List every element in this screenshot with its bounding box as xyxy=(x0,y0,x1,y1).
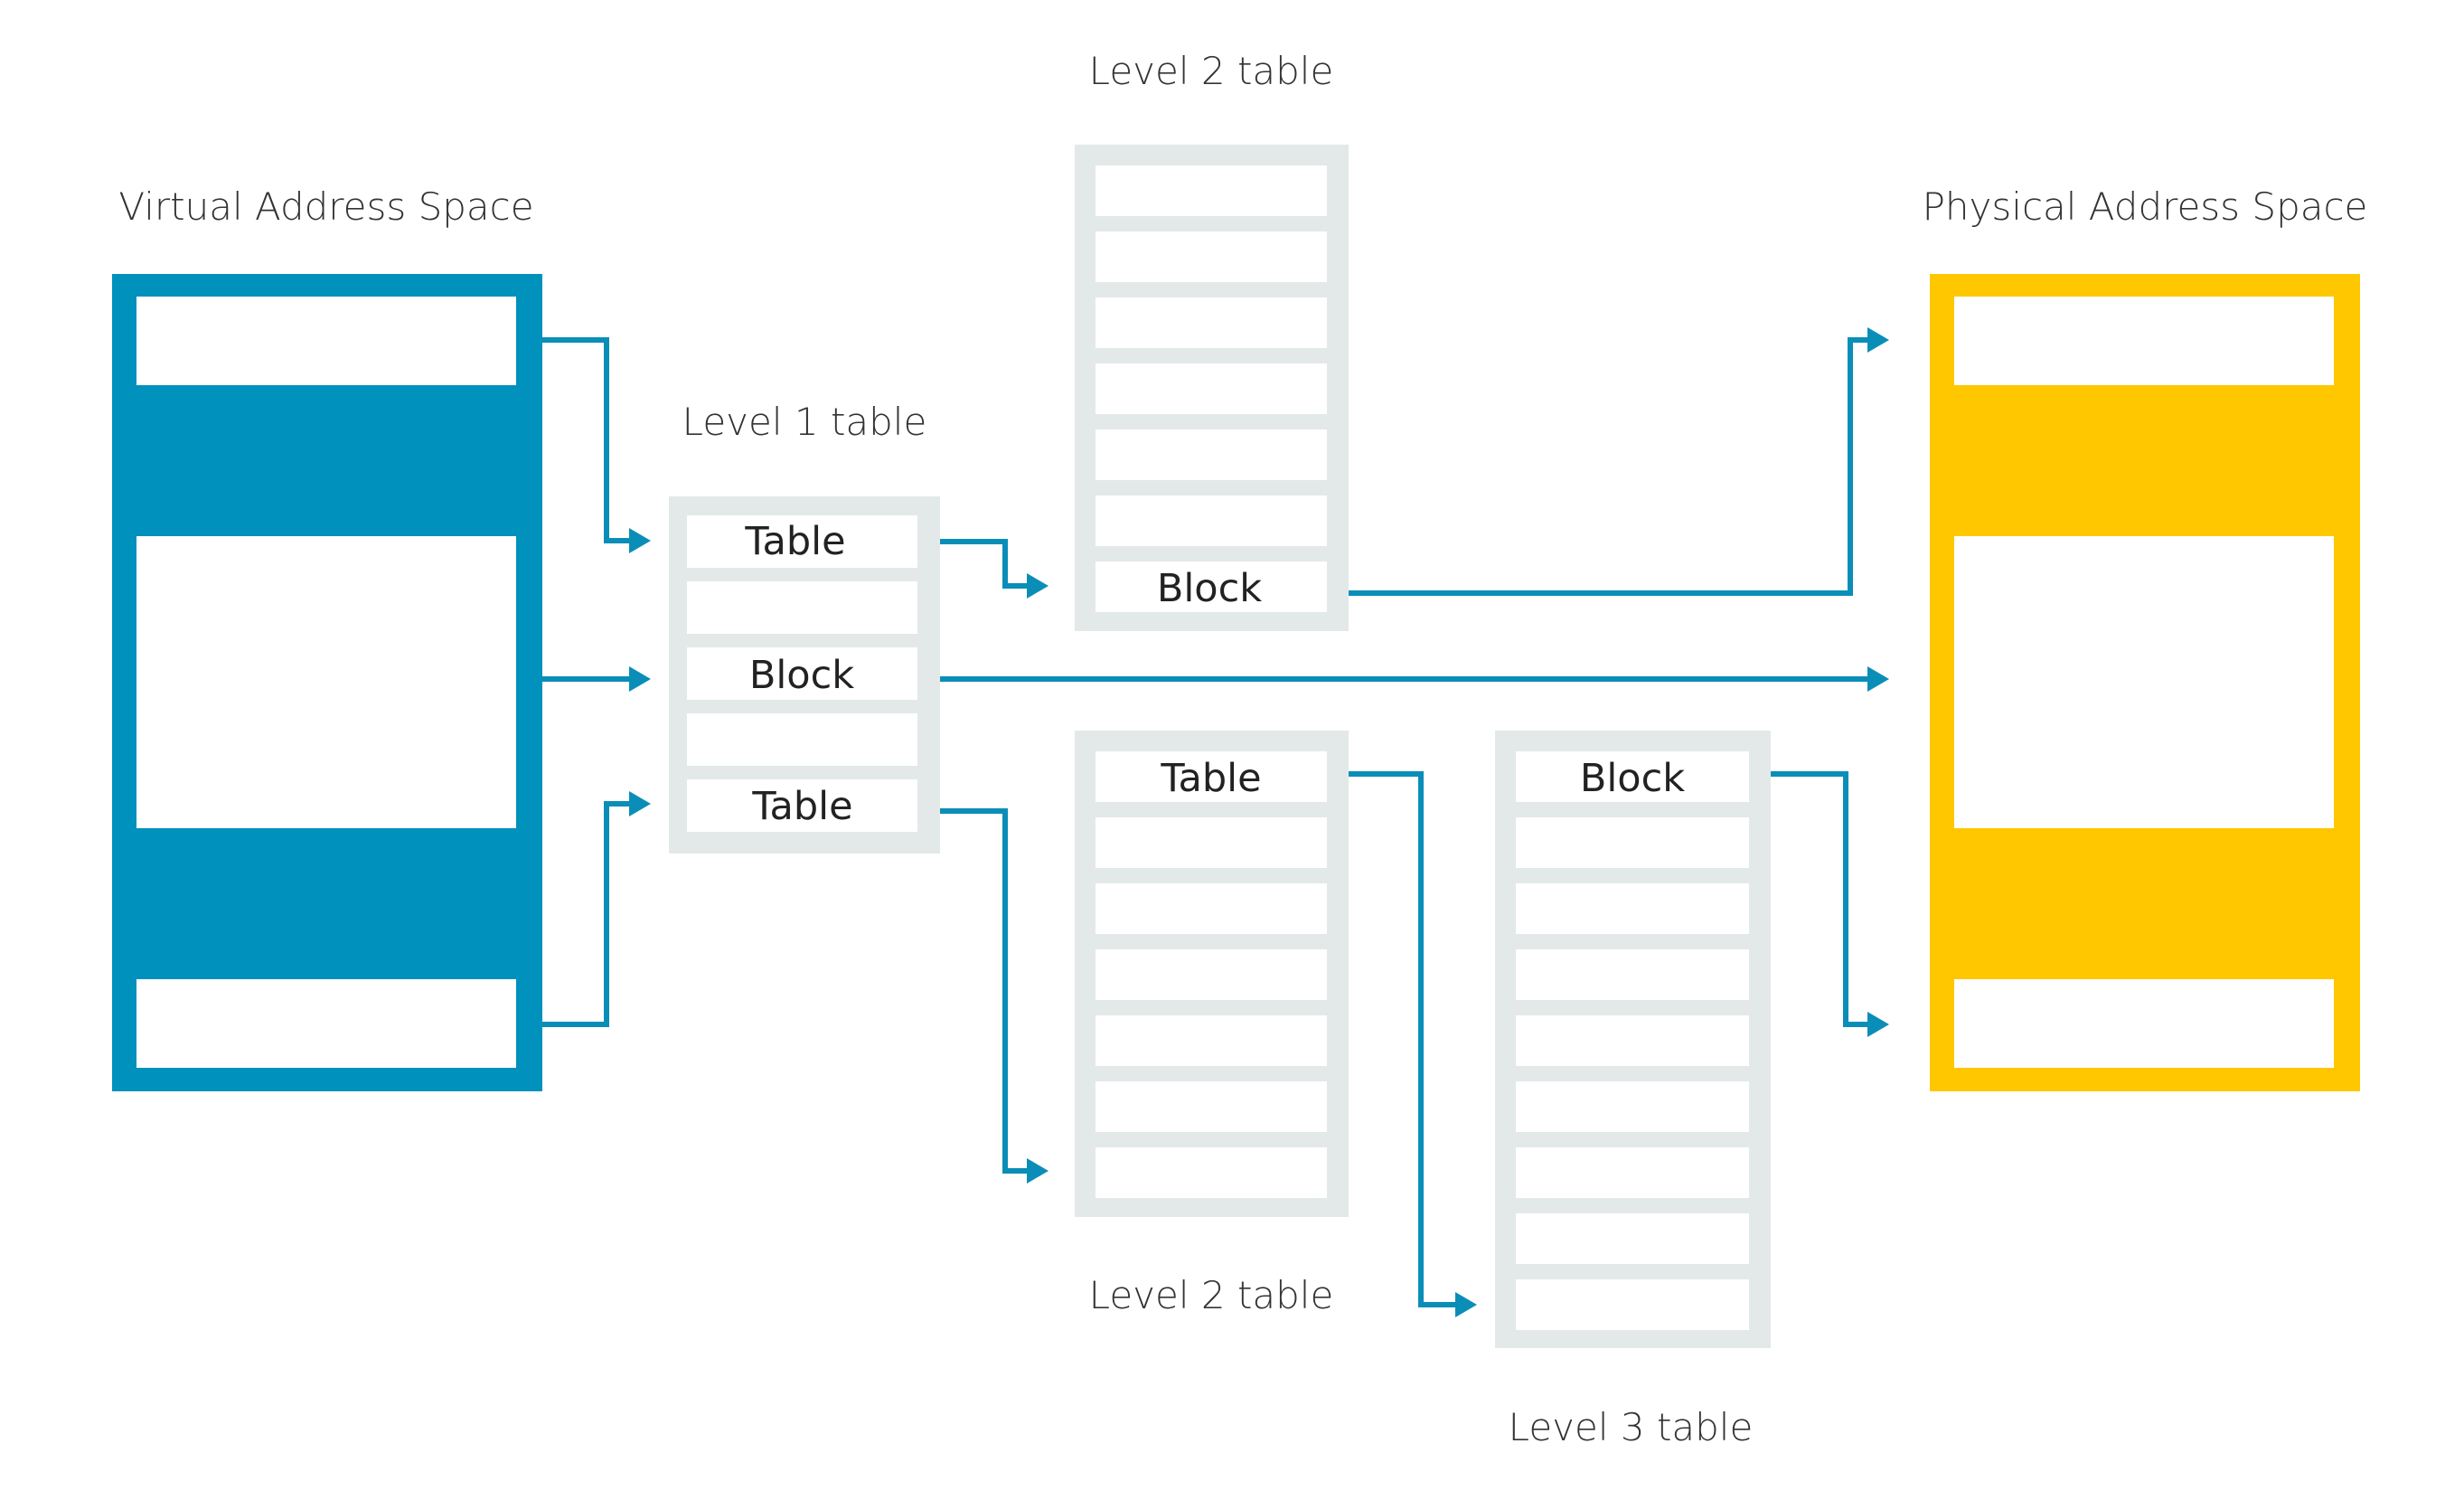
l3-entry-2 xyxy=(1516,817,1749,868)
virtual-address-space-label: Virtual Address Space xyxy=(118,184,533,229)
arrowhead-l2-bottom xyxy=(1027,1158,1049,1184)
arrow-l1-to-l2-bottom xyxy=(940,808,1030,1174)
l2b-entry-5 xyxy=(1096,1015,1327,1066)
l3-entry-7 xyxy=(1516,1147,1749,1198)
level1-table-label: Level 1 table xyxy=(682,400,927,444)
l2t-entry-4 xyxy=(1096,363,1327,414)
l1-entry-5 xyxy=(687,779,917,832)
pa-region-2 xyxy=(1954,536,2334,828)
l3-block-entry-label: Block xyxy=(1580,756,1685,801)
l2t-entry-1 xyxy=(1096,165,1327,216)
l1-entry-1 xyxy=(687,515,917,568)
physical-address-space xyxy=(1930,274,2360,1091)
level2-bottom-table-label: Level 2 table xyxy=(1089,1273,1334,1317)
l2-bottom-table-entry-label: Table xyxy=(1160,756,1261,801)
l1-entry-3 xyxy=(687,647,917,700)
l3-entry-3 xyxy=(1516,883,1749,934)
arrowhead-va2 xyxy=(629,666,651,692)
l1-table-entry-label-2: Table xyxy=(751,784,852,829)
pa-region-1 xyxy=(1954,297,2334,385)
va-region-2 xyxy=(136,536,516,828)
level1-table: Table Block Table xyxy=(669,496,940,854)
l2b-entry-7 xyxy=(1096,1147,1327,1198)
level2-top-table: Block xyxy=(1075,145,1349,631)
arrowhead-va1 xyxy=(629,528,651,553)
arrowhead-pa2 xyxy=(1867,666,1889,692)
arrowhead-pa3 xyxy=(1867,1012,1889,1037)
l3-entry-1 xyxy=(1516,751,1749,802)
l3-entry-4 xyxy=(1516,949,1749,1000)
l1-entry-2 xyxy=(687,581,917,634)
level3-table: Block xyxy=(1495,731,1771,1348)
l1-block-entry-label: Block xyxy=(749,653,854,698)
l3-entry-6 xyxy=(1516,1081,1749,1132)
l2b-entry-4 xyxy=(1096,949,1327,1000)
l3-entry-9 xyxy=(1516,1279,1749,1330)
pa-region-3 xyxy=(1954,979,2334,1068)
level2-top-table-label: Level 2 table xyxy=(1089,49,1334,93)
va-region-1 xyxy=(136,297,516,385)
l2t-entry-2 xyxy=(1096,231,1327,282)
l2b-entry-6 xyxy=(1096,1081,1327,1132)
arrow-l1-to-l2-top xyxy=(940,539,1030,589)
arrows xyxy=(542,327,1889,1317)
l2b-entry-3 xyxy=(1096,883,1327,934)
l2t-entry-6 xyxy=(1096,495,1327,546)
level2-bottom-table: Table xyxy=(1075,731,1349,1217)
level3-table-label: Level 3 table xyxy=(1509,1405,1754,1449)
l2t-entry-5 xyxy=(1096,429,1327,480)
arrow-va3-to-l1-table2 xyxy=(542,801,633,1027)
arrowhead-l2-top xyxy=(1027,573,1049,599)
arrowhead-va3 xyxy=(629,791,651,816)
arrowhead-l3 xyxy=(1455,1292,1477,1317)
arrowhead-pa1 xyxy=(1867,327,1889,353)
l3-entry-5 xyxy=(1516,1015,1749,1066)
l2t-entry-3 xyxy=(1096,297,1327,348)
l2-top-block-entry-label: Block xyxy=(1157,566,1262,611)
l2b-entry-1 xyxy=(1096,751,1327,802)
arrow-l2bottom-to-l3 xyxy=(1349,771,1459,1307)
arrow-l2top-block-to-pa1 xyxy=(1349,337,1871,596)
virtual-address-space xyxy=(112,274,542,1091)
l3-entry-8 xyxy=(1516,1213,1749,1264)
arrow-va1-to-l1-table xyxy=(542,337,633,543)
physical-address-space-label: Physical Address Space xyxy=(1923,184,2368,229)
arrow-l3-block-to-pa3 xyxy=(1771,771,1871,1027)
l1-entry-4 xyxy=(687,713,917,766)
va-region-3 xyxy=(136,979,516,1068)
l2t-entry-7 xyxy=(1096,561,1327,612)
l2b-entry-2 xyxy=(1096,817,1327,868)
l1-table-entry-label: Table xyxy=(744,519,845,564)
